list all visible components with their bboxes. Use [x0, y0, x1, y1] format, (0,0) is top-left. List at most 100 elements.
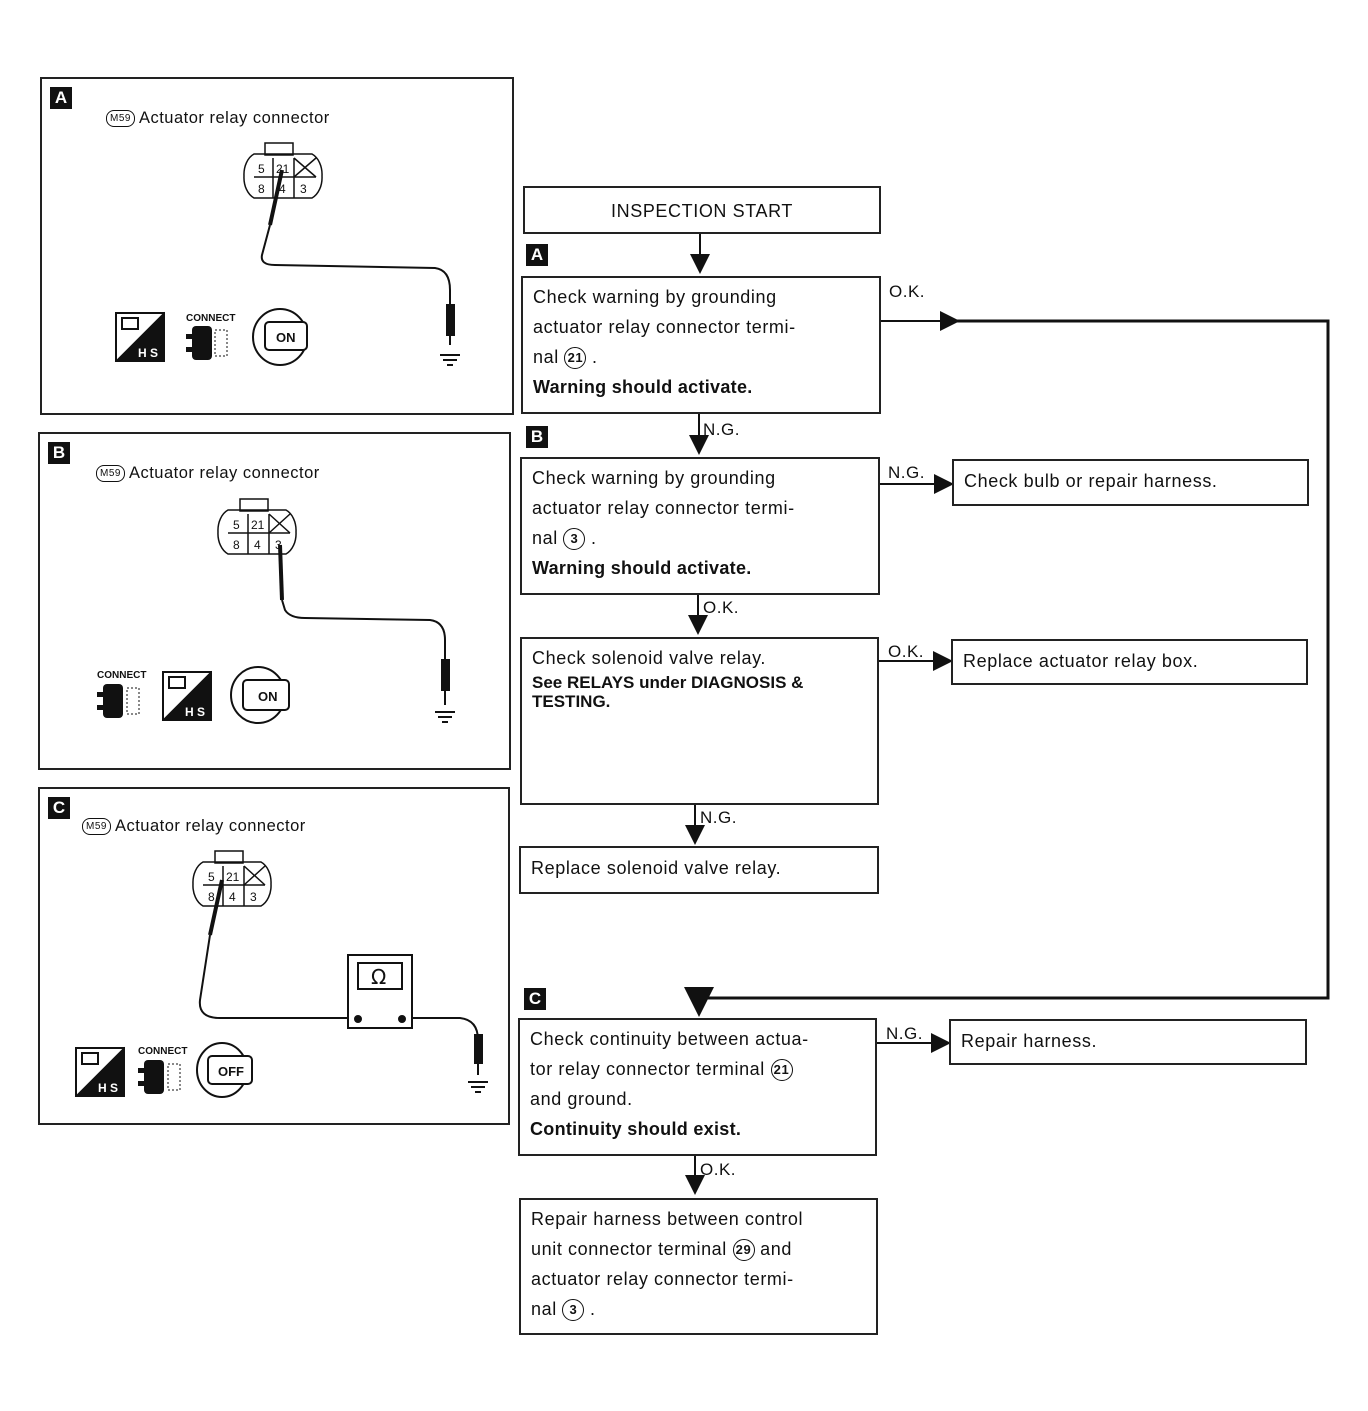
- bulb-box: Check bulb or repair harness.: [952, 459, 1309, 506]
- hs-label: H S: [98, 1081, 118, 1095]
- pin-label: 21: [226, 870, 240, 884]
- step-c-line2: tor relay connector terminal 21: [530, 1054, 865, 1084]
- flow-tag-b: B: [526, 426, 548, 448]
- hs-icon: [114, 311, 165, 362]
- ok-label-b: O.K.: [703, 598, 740, 617]
- terminal-number: 21: [564, 347, 587, 370]
- connector-c: [192, 850, 272, 907]
- hs-label: H S: [185, 705, 205, 719]
- pin-label: 21: [251, 518, 265, 532]
- pin-label: 3: [300, 182, 307, 196]
- repair-text: Repair harness.: [961, 1031, 1098, 1051]
- hs-icon: [161, 670, 212, 721]
- final-line4: nal 3 .: [531, 1294, 866, 1324]
- pin-label: 3: [250, 890, 257, 904]
- connect-plug-icon: [186, 326, 228, 360]
- bulb-text: Check bulb or repair harness.: [964, 471, 1218, 491]
- pin-label: 3: [275, 538, 282, 552]
- connect-label: CONNECT: [186, 313, 235, 324]
- connector-chip: M59: [96, 465, 125, 483]
- flow-tag-a: A: [526, 244, 548, 266]
- connect-plug-icon: [97, 684, 140, 718]
- pin-label: 4: [279, 182, 286, 196]
- ohm-symbol: Ω: [371, 965, 386, 989]
- pin-label: 8: [208, 890, 215, 904]
- probe-wire-c: [198, 879, 488, 1093]
- connect-label: CONNECT: [97, 670, 146, 681]
- switch-label: ON: [276, 330, 296, 345]
- final-line2: unit connector terminal 29 and: [531, 1234, 866, 1264]
- probe-wire-a: [260, 169, 460, 366]
- pin-label: 5: [233, 518, 240, 532]
- ng-label-a: N.G.: [703, 420, 740, 439]
- relay-check-line1: Check solenoid valve relay.: [532, 648, 766, 668]
- probe-wire-b: [278, 544, 455, 723]
- ng-label-relay: N.G.: [700, 808, 737, 827]
- terminal-number: 29: [732, 1239, 755, 1262]
- step-c-box: Check continuity between actua- tor rela…: [518, 1018, 877, 1156]
- panel-a-tag: A: [50, 87, 72, 109]
- repair-box: Repair harness.: [949, 1019, 1307, 1065]
- ng-label-c: N.G.: [886, 1024, 923, 1043]
- panel-b-tag: B: [48, 442, 70, 464]
- pin-label: 5: [208, 870, 215, 884]
- connect-plug-icon: [138, 1060, 181, 1094]
- step-b-line3: nal 3 .: [532, 523, 868, 553]
- step-b-box: Check warning by grounding actuator rela…: [520, 457, 880, 595]
- step-a-box: Check warning by grounding actuator rela…: [521, 276, 881, 414]
- pin-label: 8: [233, 538, 240, 552]
- relay-check-line3: TESTING.: [532, 692, 611, 711]
- terminal-number: 21: [770, 1059, 793, 1082]
- ng-label-b: N.G.: [888, 463, 925, 482]
- switch-label: ON: [258, 689, 278, 704]
- ohmmeter: [347, 954, 413, 1029]
- key-switch-icon: [230, 666, 290, 724]
- step-b-expectation: Warning should activate.: [532, 558, 752, 578]
- inspection-start-label: INSPECTION START: [611, 201, 793, 221]
- terminal-number: 3: [563, 528, 586, 551]
- step-c-line3: and ground.: [530, 1089, 633, 1109]
- final-line3: actuator relay connector termi-: [531, 1269, 794, 1289]
- ok-label-relay: O.K.: [888, 642, 925, 661]
- relay-check-line2: See RELAYS under DIAGNOSIS &: [532, 673, 804, 692]
- key-switch-icon: [252, 308, 308, 366]
- panel-c-tag: C: [48, 797, 70, 819]
- replace-box-box: Replace actuator relay box.: [951, 639, 1308, 685]
- pin-label: 4: [254, 538, 261, 552]
- flow-tag-c: C: [524, 988, 546, 1010]
- terminal-number: 3: [562, 1299, 585, 1322]
- replace-relay-box: Replace solenoid valve relay.: [519, 846, 879, 894]
- step-c-line1: Check continuity between actua-: [530, 1029, 809, 1049]
- step-b-line1: Check warning by grounding: [532, 468, 776, 488]
- flow-arrows: [684, 234, 1330, 1195]
- inspection-start-box: INSPECTION START: [523, 186, 881, 234]
- relay-check-box: Check solenoid valve relay. See RELAYS u…: [520, 637, 879, 805]
- key-switch-icon: [196, 1042, 253, 1098]
- replace-relay-text: Replace solenoid valve relay.: [531, 858, 782, 878]
- connector-chip: M59: [82, 818, 111, 836]
- step-b-line2: actuator relay connector termi-: [532, 498, 795, 518]
- connector-a: [243, 142, 323, 199]
- connector-b: [217, 498, 297, 555]
- step-a-line2: actuator relay connector termi-: [533, 317, 796, 337]
- step-a-line3: nal 21 .: [533, 342, 869, 372]
- step-c-expectation: Continuity should exist.: [530, 1119, 742, 1139]
- ok-label-a: O.K.: [889, 282, 926, 301]
- pin-label: 4: [229, 890, 236, 904]
- step-a-line1: Check warning by grounding: [533, 287, 777, 307]
- hs-icon: [74, 1046, 125, 1097]
- connect-label: CONNECT: [138, 1046, 187, 1057]
- pin-label: 8: [258, 182, 265, 196]
- step-a-expectation: Warning should activate.: [533, 377, 753, 397]
- pin-label: 5: [258, 162, 265, 176]
- final-line1: Repair harness between control: [531, 1209, 804, 1229]
- connector-chip: M59: [106, 110, 135, 128]
- ok-label-c: O.K.: [700, 1160, 737, 1179]
- switch-label: OFF: [218, 1064, 244, 1079]
- hs-label: H S: [138, 346, 158, 360]
- final-repair-box: Repair harness between control unit conn…: [519, 1198, 878, 1335]
